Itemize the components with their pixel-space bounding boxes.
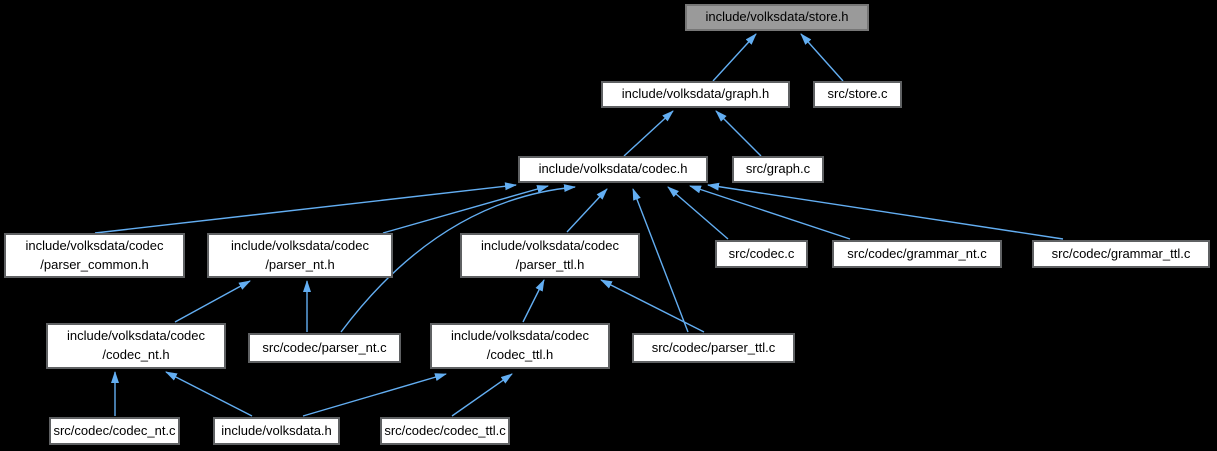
graph-node-graph_h[interactable]: include/volksdata/graph.h [601, 81, 790, 108]
edge-parser_nt_h-codec_h [382, 185, 549, 234]
edge-grammar_nt_c-codec_h [689, 185, 851, 240]
graph-node-parser_ttl_c[interactable]: src/codec/parser_ttl.c [632, 333, 795, 363]
graph-node-codec_nt_c[interactable]: src/codec/codec_nt.c [49, 417, 180, 445]
edge-parser_common_h-codec_h [94, 182, 517, 234]
graph-node-codec_ttl_h[interactable]: include/volksdata/codec /codec_ttl.h [430, 323, 610, 369]
graph-node-grammar_nt_c[interactable]: src/codec/grammar_nt.c [832, 240, 1002, 268]
graph-node-volksdata_h[interactable]: include/volksdata.h [213, 417, 340, 445]
edge-codec_ttl_c-codec_ttl_h [451, 373, 513, 417]
edge-parser_ttl_c-codec_h [632, 188, 689, 333]
edge-volksdata_h-codec_nt_h [165, 371, 253, 417]
graph-node-parser_nt_c[interactable]: src/codec/parser_nt.c [248, 333, 401, 363]
edge-codec_nt_h-parser_nt_h [174, 280, 251, 323]
edge-graph_c-graph_h [715, 110, 762, 157]
graph-node-codec_nt_h[interactable]: include/volksdata/codec /codec_nt.h [46, 323, 226, 369]
edge-graph_h-store_h [712, 33, 757, 82]
edge-parser_nt_c-codec_h [340, 184, 576, 333]
graph-node-graph_c[interactable]: src/graph.c [732, 156, 824, 183]
graph-node-parser_common_h[interactable]: include/volksdata/codec /parser_common.h [4, 233, 185, 278]
edge-volksdata_h-codec_ttl_h [302, 373, 447, 417]
edge-grammar_ttl_c-codec_h [707, 182, 1064, 240]
edge-store_c-store_h [800, 33, 844, 82]
edge-codec_h-graph_h [623, 110, 674, 157]
graph-node-codec_ttl_c[interactable]: src/codec/codec_ttl.c [380, 417, 510, 445]
edge-parser_ttl_c-parser_ttl_h [600, 279, 705, 333]
graph-node-codec_h[interactable]: include/volksdata/codec.h [518, 156, 708, 183]
edge-codec_c-codec_h [667, 186, 729, 240]
edge-parser_ttl_h-codec_h [566, 188, 608, 233]
graph-node-parser_nt_h[interactable]: include/volksdata/codec /parser_nt.h [207, 233, 393, 278]
graph-node-grammar_ttl_c[interactable]: src/codec/grammar_ttl.c [1032, 240, 1210, 268]
graph-node-parser_ttl_h[interactable]: include/volksdata/codec /parser_ttl.h [460, 233, 640, 278]
graph-node-store_c[interactable]: src/store.c [813, 81, 902, 108]
graph-node-codec_c[interactable]: src/codec.c [715, 240, 808, 268]
edge-codec_ttl_h-parser_ttl_h [522, 279, 545, 323]
graph-node-store_h[interactable]: include/volksdata/store.h [685, 4, 869, 31]
